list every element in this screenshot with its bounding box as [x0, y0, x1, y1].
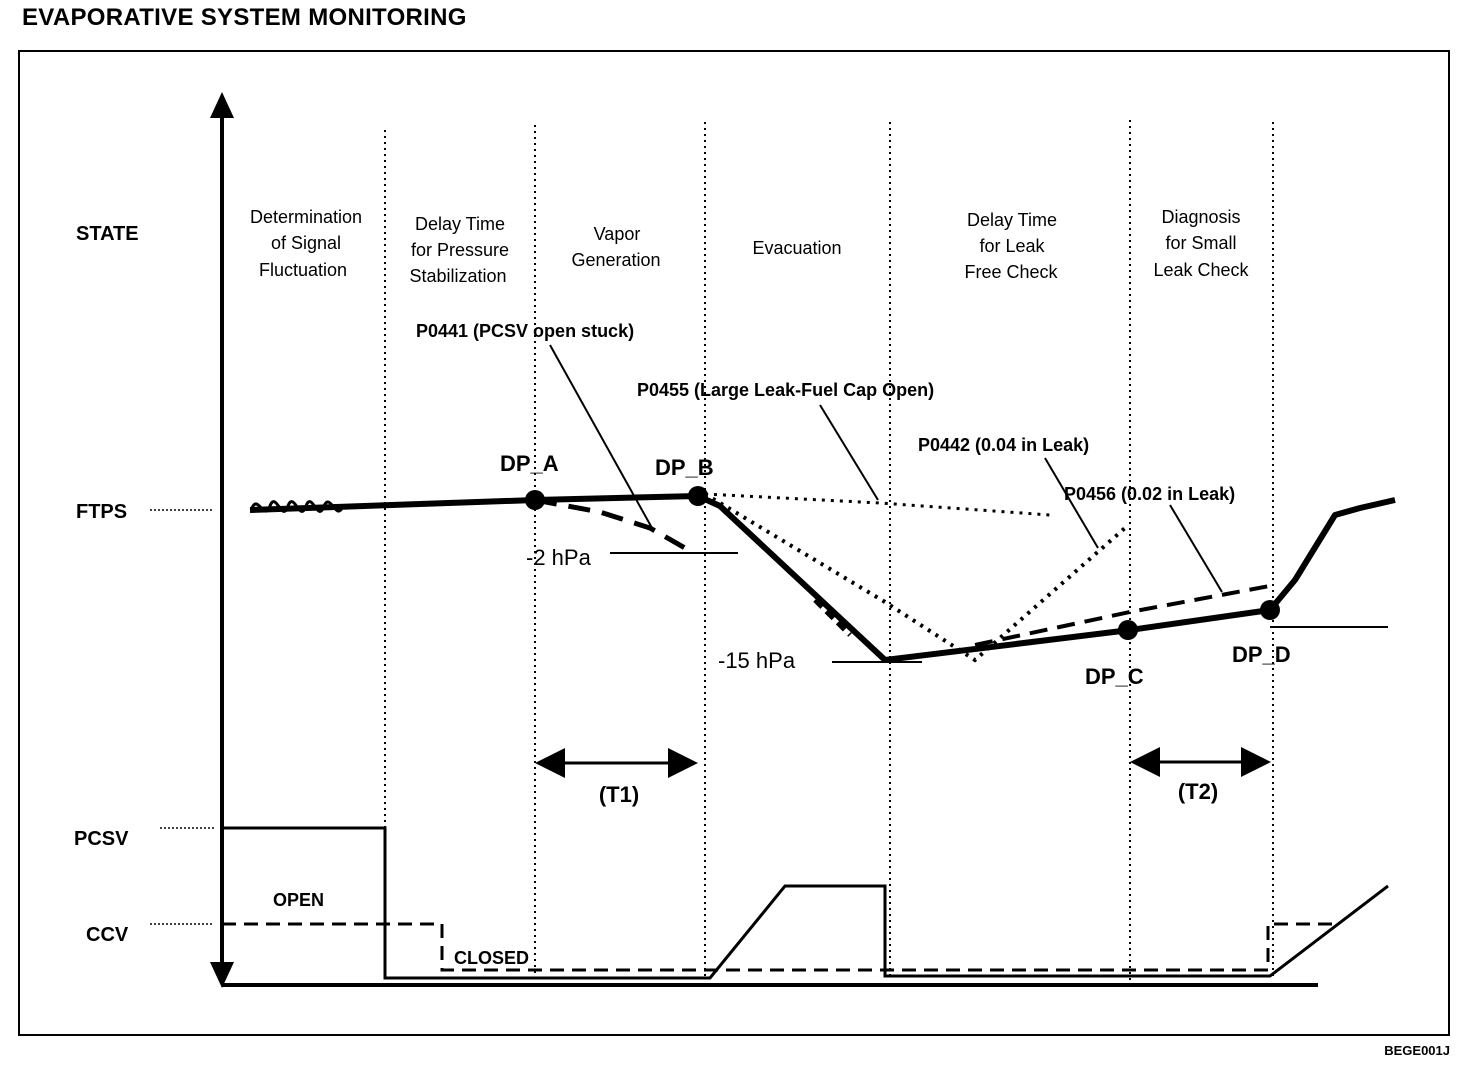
- dp-a-point: [525, 490, 545, 510]
- t1-label: (T1): [599, 782, 639, 807]
- p0442-trace: [703, 492, 1127, 663]
- p0441-trace: [534, 497, 694, 555]
- p0456-leader: [1169, 504, 1223, 593]
- p0455-label: P0455 (Large Leak-Fuel Cap Open): [637, 380, 934, 400]
- ccv-trace: [222, 922, 1340, 972]
- phase-labels: Determination of Signal Fluctuation Dela…: [250, 207, 1250, 286]
- dp-b-point: [688, 486, 708, 506]
- phase-3-line-1: Vapor: [594, 224, 641, 244]
- dp-d-label: DP_D: [1232, 642, 1291, 667]
- phase-6-line-2: for Small: [1165, 233, 1236, 253]
- evacuation-dash: [813, 598, 852, 637]
- pcsv-axis-label: PCSV: [74, 828, 129, 850]
- phase-1-line-1: Determination: [250, 207, 362, 227]
- phase-1-line-3: Fluctuation: [259, 260, 347, 280]
- ccv-axis-label: CCV: [86, 924, 129, 946]
- phase-5-line-1: Delay Time: [967, 210, 1057, 230]
- minus15-label: -15 hPa: [718, 648, 796, 673]
- t2-label: (T2): [1178, 779, 1218, 804]
- dp-d-point: [1260, 600, 1280, 620]
- phase-2-line-2: for Pressure: [411, 240, 509, 260]
- p0456-trace: [974, 583, 1276, 647]
- phase-4-line-1: Evacuation: [752, 238, 841, 258]
- p0455-trace: [704, 492, 1051, 517]
- ftps-pressure-trace: [249, 493, 1396, 663]
- open-label: OPEN: [273, 890, 324, 910]
- phase-2-line-1: Delay Time: [415, 214, 505, 234]
- p0442-label: P0442 (0.04 in Leak): [918, 435, 1089, 455]
- axis-arrow-bottom: [210, 962, 234, 988]
- p0442-leader: [1044, 457, 1099, 549]
- phase-5-line-2: for Leak: [979, 236, 1045, 256]
- dp-a-label: DP_A: [500, 451, 559, 476]
- pcsv-trace: [222, 826, 1389, 980]
- phase-6-line-3: Leak Check: [1153, 260, 1249, 280]
- state-axis-label: STATE: [76, 223, 139, 245]
- phase-5-line-3: Free Check: [964, 262, 1058, 282]
- label-leaders: [150, 509, 214, 925]
- p0455-leader: [819, 404, 879, 501]
- diagram-title: EVAPORATIVE SYSTEM MONITORING: [22, 4, 467, 31]
- phase-6-line-1: Diagnosis: [1161, 207, 1240, 227]
- phase-1-line-2: of Signal: [271, 233, 341, 253]
- reference-code: BEGE001J: [1384, 1043, 1450, 1058]
- diagram-frame: [18, 50, 1450, 1036]
- dp-c-label: DP_C: [1085, 664, 1144, 689]
- dp-b-label: DP_B: [655, 455, 714, 480]
- axis-arrow-top: [210, 92, 234, 118]
- p0456-label: P0456 (0.02 in Leak): [1064, 484, 1235, 504]
- minus2-label: -2 hPa: [526, 545, 592, 570]
- p0441-label: P0441 (PCSV open stuck): [416, 321, 634, 341]
- phase-2-line-3: Stabilization: [409, 266, 506, 286]
- ftps-axis-label: FTPS: [76, 501, 127, 523]
- closed-label: CLOSED: [454, 948, 529, 968]
- phase-3-line-2: Generation: [571, 250, 660, 270]
- dp-c-point: [1118, 620, 1138, 640]
- p0441-leader: [549, 344, 653, 529]
